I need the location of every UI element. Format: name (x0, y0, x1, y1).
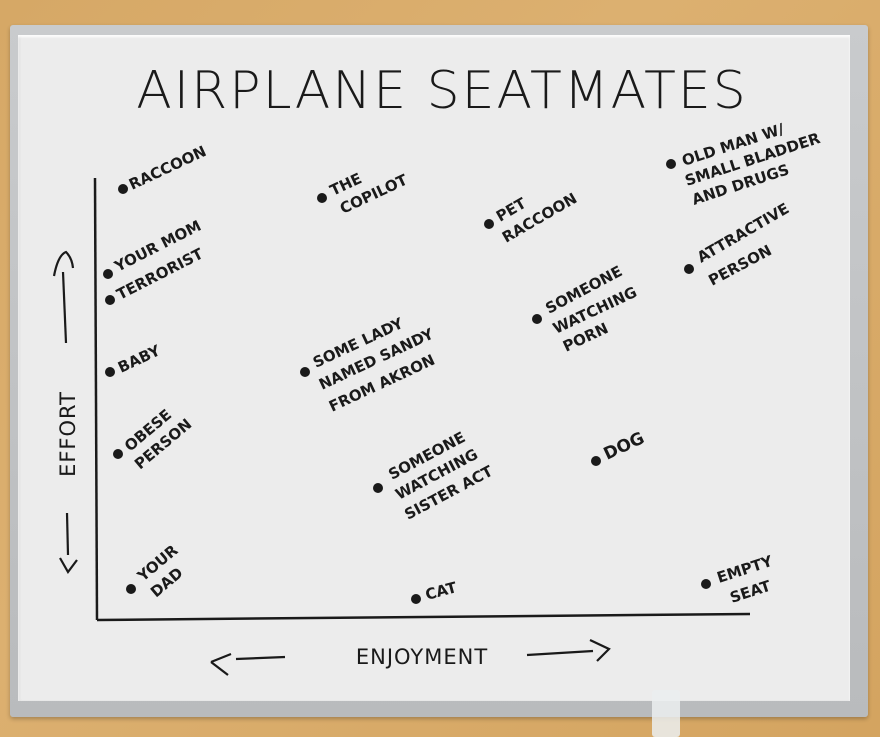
data-point: CAT (411, 578, 459, 604)
data-point: RACCOON (118, 142, 209, 194)
point-marker (300, 367, 310, 377)
point-marker (411, 594, 421, 604)
chart-title: AIRPLANE SEATMATES (136, 61, 748, 121)
data-point: SOME LADY NAMED SANDY FROM AKRON (300, 314, 438, 416)
point-marker (532, 314, 542, 324)
marker-tray-clip (652, 690, 680, 737)
point-marker (126, 584, 136, 594)
data-point: PET RACCOON (484, 189, 580, 246)
point-label: BABY (115, 341, 164, 377)
point-label: CAT (423, 578, 459, 604)
data-point: DOG (591, 428, 648, 466)
point-marker (105, 295, 115, 305)
x-axis-label-group: ENJOYMENT (210, 639, 611, 676)
point-marker (103, 269, 113, 279)
data-point: YOUR DAD (126, 541, 187, 601)
data-point: SOMEONE WATCHING PORN (532, 262, 640, 356)
point-marker (105, 367, 115, 377)
point-marker (684, 264, 694, 274)
point-marker (317, 193, 327, 203)
arrow-left-icon (210, 652, 232, 676)
data-point: THE COPILOT (317, 169, 411, 218)
data-point: SOMEONE WATCHING SISTER ACT (373, 428, 496, 524)
x-axis-line (96, 612, 751, 622)
point-marker (113, 449, 123, 459)
point-marker (373, 483, 383, 493)
point-marker (701, 579, 711, 589)
x-axis-label: ENJOYMENT (356, 645, 488, 669)
y-arrow-down-shaft (65, 512, 70, 556)
data-point: ATTRACTIVE PERSON (684, 199, 792, 290)
point-marker (666, 159, 676, 169)
point-label: RACCOON (126, 142, 209, 193)
x-arrow-right-shaft (526, 649, 594, 657)
data-point: BABY (105, 341, 164, 377)
x-arrow-left-shaft (235, 655, 286, 661)
data-point: OLD MAN W/ SMALL BLADDER AND DRUGS (666, 120, 823, 209)
point-marker (118, 184, 128, 194)
y-arrow-up-shaft (61, 271, 68, 344)
point-label: DOG (601, 428, 648, 464)
arrow-up-icon (52, 250, 75, 277)
arrow-down-icon (59, 557, 78, 574)
data-point: EMPTY SEAT (701, 552, 776, 607)
y-axis-line (93, 177, 99, 621)
y-axis-label: EFFORT (56, 391, 80, 477)
point-marker (591, 456, 601, 466)
data-point: OBESE PERSON (113, 406, 195, 473)
point-marker (484, 219, 494, 229)
arrow-right-icon (589, 639, 611, 662)
y-axis-label-group: EFFORT (52, 250, 80, 574)
whiteboard-surface (18, 35, 850, 701)
